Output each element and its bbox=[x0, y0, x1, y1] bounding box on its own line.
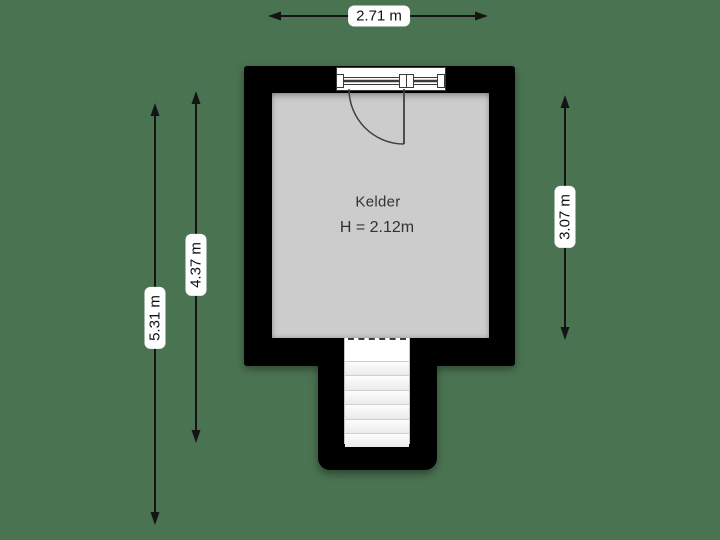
dimension-label-top-width: 2.71 m bbox=[348, 5, 410, 27]
stair-tread bbox=[345, 404, 409, 419]
stair-tread bbox=[345, 361, 409, 376]
dimension-label-inner-height-left: 4.37 m bbox=[185, 234, 207, 296]
stair-tread bbox=[345, 375, 409, 390]
staircase bbox=[344, 338, 410, 448]
stair-landing bbox=[345, 338, 409, 361]
room-floor-kelder bbox=[272, 93, 489, 338]
dimension-label-room-height-right: 3.07 m bbox=[554, 186, 576, 248]
stair-tread bbox=[345, 432, 409, 448]
dimension-label-outer-height-left: 5.31 m bbox=[144, 287, 166, 349]
room-name: Kelder bbox=[355, 193, 401, 211]
stair-tread bbox=[345, 389, 409, 405]
stair-opening-dashed-line bbox=[348, 338, 406, 340]
stair-tread bbox=[345, 418, 409, 433]
room-ceiling-height: H = 2.12m bbox=[339, 219, 415, 236]
